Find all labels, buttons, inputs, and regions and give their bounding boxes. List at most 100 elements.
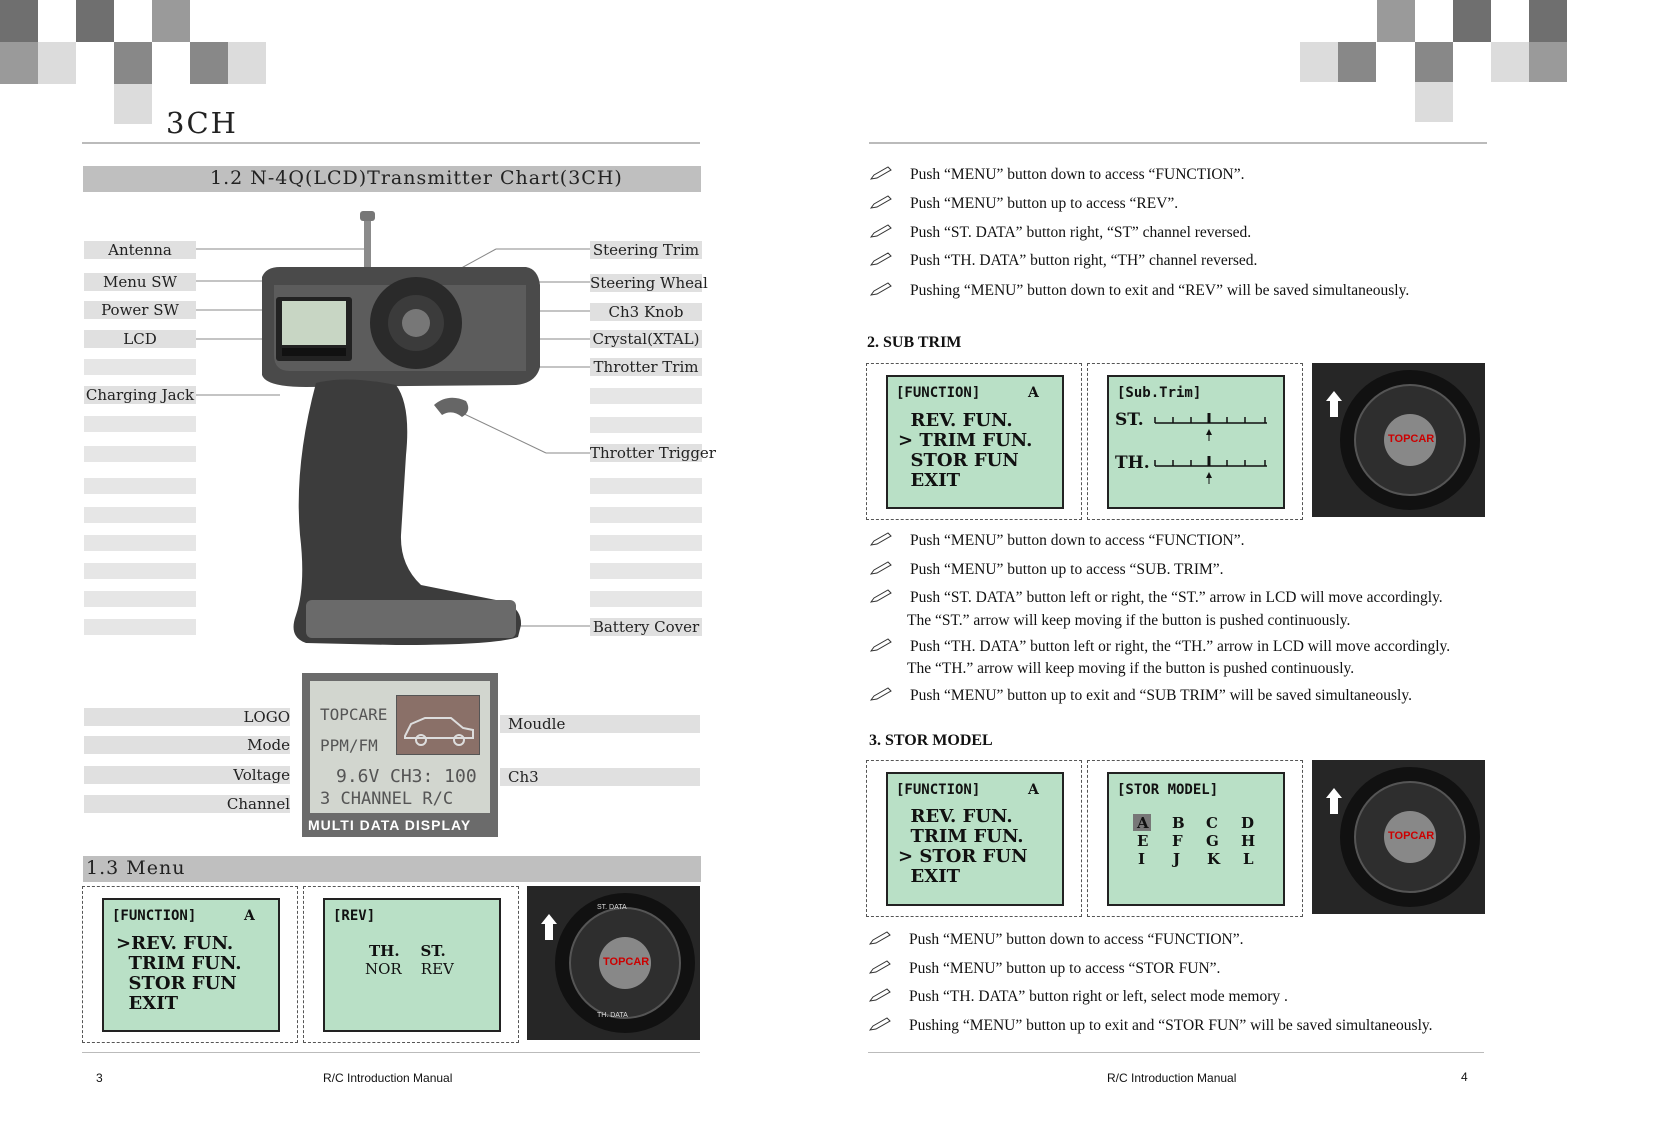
note-text: Push “MENU” button up to exit and “SUB T… <box>910 687 1412 704</box>
label-antenna: Antenna <box>84 241 196 259</box>
dial-logo: TOPCAR <box>1388 830 1435 842</box>
lcd-header: [REV] <box>333 908 376 924</box>
label-steering-wheal: Steering Wheal <box>590 274 708 292</box>
footer-text: R/C Introduction Manual <box>1107 1071 1237 1085</box>
lcd-frame <box>303 886 519 1043</box>
lcd-item: >REV. FUN. <box>116 933 234 954</box>
lcd-header: [Sub.Trim] <box>1117 385 1202 401</box>
th-trim-scale <box>1154 456 1267 484</box>
memory-cell-selected <box>1133 814 1151 831</box>
lcd-sub-trim: [Sub.Trim] ST. TH. <box>1107 375 1285 509</box>
lcd-frame <box>1087 760 1303 917</box>
label-channel: Channel <box>84 795 290 813</box>
label-empty <box>590 535 702 551</box>
pen-icon <box>870 195 892 209</box>
label-empty <box>84 535 196 551</box>
page-number: 3 <box>96 1071 103 1085</box>
label-empty <box>84 591 196 607</box>
dial-photo: TOPCAR <box>1312 760 1485 914</box>
dial-logo: TOPCAR <box>1388 433 1435 445</box>
header-rule-right <box>869 142 1487 144</box>
pen-icon <box>870 532 892 546</box>
lcd-rev-row2: NOR REV <box>365 960 454 978</box>
lcd-item: EXIT <box>898 866 961 887</box>
lcd-header: [FUNCTION] <box>112 908 197 924</box>
section-title-sub-trim: 2. SUB TRIM <box>867 334 962 351</box>
lcd-item: REV. FUN. <box>898 410 1013 431</box>
note-text: Push “ST. DATA” button right, “ST” chann… <box>910 224 1252 241</box>
page-number: 4 <box>1461 1070 1468 1084</box>
pen-icon <box>870 638 892 652</box>
note-text: The “TH.” arrow will keep moving if the … <box>907 660 1355 677</box>
label-empty <box>590 563 702 579</box>
memory-cell: E <box>1137 832 1149 850</box>
header-rule <box>82 142 700 144</box>
pen-icon <box>869 960 891 974</box>
lcd-function-menu: [FUNCTION] A >REV. FUN. TRIM FUN. STOR F… <box>102 898 280 1032</box>
label-charging-jack: Charging Jack <box>84 386 196 404</box>
label-crystal: Crystal(XTAL) <box>590 330 702 348</box>
label-empty <box>84 478 196 494</box>
section-title-stor-model: 3. STOR MODEL <box>869 732 993 749</box>
memory-cell: J <box>1173 850 1181 868</box>
lcd-header: [STOR MODEL] <box>1117 782 1219 798</box>
chart-title: 1.2 N-4Q(LCD)Transmitter Chart(3CH) <box>210 167 623 189</box>
lcd-item: > STOR FUN <box>898 846 1028 867</box>
note-text: Push “TH. DATA” button right or left, se… <box>909 988 1288 1005</box>
footer-rule <box>868 1052 1484 1053</box>
memory-cell: H <box>1241 832 1256 850</box>
memory-cell: D <box>1241 814 1255 832</box>
lcd-function-menu: [FUNCTION] A REV. FUN. > TRIM FUN. STOR … <box>886 375 1064 509</box>
note-text: Push “MENU” button down to access “FUNCT… <box>910 166 1245 183</box>
note-text: Push “MENU” button up to access “STOR FU… <box>909 960 1221 977</box>
memory-cell: F <box>1172 832 1183 850</box>
lcd-th-label: TH. <box>1115 453 1150 473</box>
label-voltage: Voltage <box>84 766 290 784</box>
label-empty <box>84 416 196 432</box>
multi-data-display: TOPCARE PPM/FM 9.6V CH3: 100 3 CHANNEL R… <box>302 673 498 837</box>
menu-title-bar <box>83 856 701 882</box>
lcd-frame <box>82 886 298 1043</box>
display-channel: 3 CHANNEL R/C <box>320 789 454 809</box>
lcd-item: EXIT <box>898 470 961 491</box>
page-header: 3CH <box>166 106 238 140</box>
dial-bottom-label: TH. DATA <box>597 1012 628 1019</box>
footer-rule <box>82 1052 700 1053</box>
label-moudle: Moudle <box>500 715 700 733</box>
lcd-frame <box>866 363 1082 520</box>
pen-icon <box>869 988 891 1002</box>
note-text: Push “MENU” button up to access “SUB. TR… <box>910 561 1224 578</box>
note-text: Push “MENU” button down to access “FUNCT… <box>910 532 1245 549</box>
memory-cell: A <box>1137 814 1149 832</box>
label-empty <box>590 507 702 523</box>
lcd-item: TRIM FUN. <box>898 826 1024 847</box>
label-steering-trim: Steering Trim <box>590 241 702 259</box>
display-voltage: 9.6V <box>336 766 380 787</box>
label-empty <box>84 563 196 579</box>
lcd-item: STOR FUN <box>116 973 237 994</box>
label-empty <box>590 417 702 433</box>
footer-text: R/C Introduction Manual <box>323 1071 453 1085</box>
label-empty <box>590 478 702 494</box>
label-empty <box>590 388 702 404</box>
display-mode: PPM/FM <box>320 736 378 755</box>
pen-icon <box>869 931 891 945</box>
note-text: Push “MENU” button down to access “FUNCT… <box>909 931 1244 948</box>
memory-cell: K <box>1207 850 1221 868</box>
lcd-header: [FUNCTION] <box>896 782 981 798</box>
lcd-frame <box>1087 363 1303 520</box>
lcd-frame <box>866 760 1082 917</box>
label-empty <box>84 619 196 635</box>
note-text: Push “TH. DATA” button left or right, th… <box>910 638 1451 655</box>
lcd-function-menu: [FUNCTION] A REV. FUN. TRIM FUN. > STOR … <box>886 772 1064 906</box>
pen-icon <box>870 282 892 296</box>
note-text: Pushing “MENU” button up to exit and “ST… <box>909 1017 1433 1034</box>
display-logo: TOPCARE <box>320 705 388 724</box>
label-power-sw: Power SW <box>84 301 196 319</box>
lcd-header: [FUNCTION] <box>896 385 981 401</box>
pen-icon <box>870 589 892 603</box>
st-trim-scale <box>1154 413 1267 441</box>
lcd-indicator: A <box>1028 385 1039 401</box>
note-text: Push “ST. DATA” button left or right, th… <box>910 589 1443 606</box>
dial-top-label: ST. DATA <box>597 904 627 911</box>
